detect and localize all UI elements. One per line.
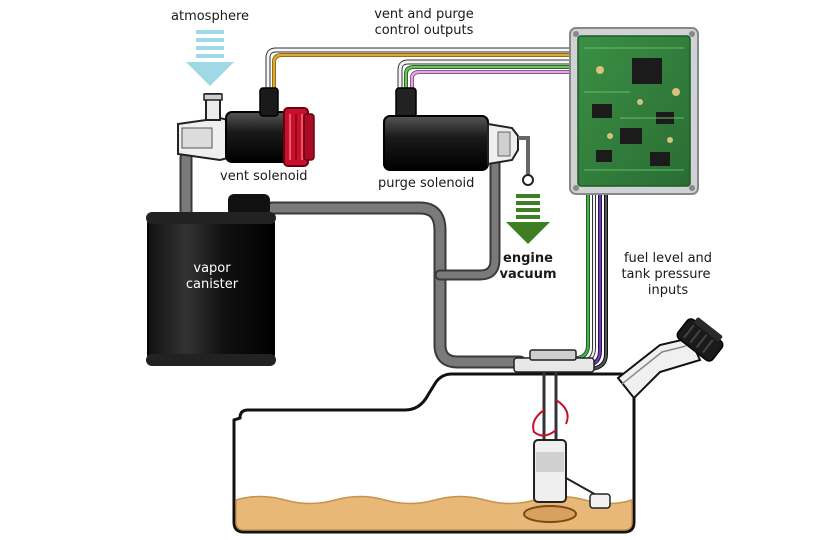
vapor-canister-label-line1: vapor — [193, 261, 231, 276]
vapor-canister-label-line2: canister — [186, 277, 239, 292]
vent-purge-label-line1: vent and purge — [374, 7, 474, 22]
engine-vacuum-arrow-icon — [506, 194, 550, 244]
vapor-canister: vapor canister — [146, 194, 276, 366]
fuel-level-label-line2: tank pressure — [621, 267, 710, 282]
vent-solenoid: vent solenoid — [177, 87, 315, 184]
control-module — [569, 27, 699, 195]
engine-vacuum-label-line2: vacuum — [499, 267, 556, 282]
hoses — [179, 151, 527, 369]
fuel-cap — [676, 317, 724, 362]
purge-solenoid-label: purge solenoid — [378, 176, 474, 191]
purge-solenoid: purge solenoid — [378, 87, 534, 191]
vent-solenoid-label: vent solenoid — [220, 169, 308, 184]
filler-neck — [616, 317, 724, 400]
atmosphere-label: atmosphere — [171, 9, 249, 24]
vent-purge-label-line2: control outputs — [375, 23, 474, 38]
atmosphere-arrow-icon — [186, 30, 234, 86]
fuel-level-label-line1: fuel level and — [624, 251, 712, 266]
fuel-level-label-line3: inputs — [648, 283, 688, 298]
fuel-liquid — [235, 495, 633, 531]
fuel-tank — [232, 372, 636, 534]
fuel-pump-module — [513, 349, 611, 523]
engine-vacuum-label-line1: engine — [503, 251, 553, 266]
